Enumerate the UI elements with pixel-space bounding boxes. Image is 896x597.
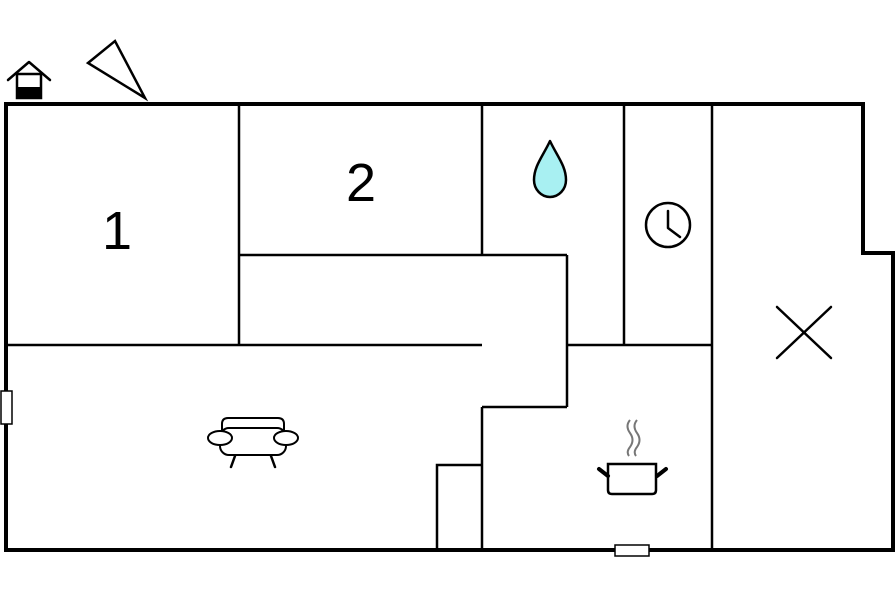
entrance-house-icon — [6, 60, 52, 100]
window-left — [0, 390, 13, 425]
water-drop-icon — [532, 139, 568, 199]
room-label-2: 2 — [346, 153, 376, 213]
window-bottom — [614, 544, 650, 557]
sofa-icon — [207, 417, 299, 469]
room-label-1: 1 — [102, 201, 132, 261]
north-compass-icon — [85, 39, 149, 102]
outer-wall — [4, 102, 895, 552]
cross-icon — [775, 305, 833, 360]
cooking-pot-icon — [597, 419, 668, 496]
clock-icon — [644, 201, 692, 249]
interior-walls — [6, 104, 714, 550]
